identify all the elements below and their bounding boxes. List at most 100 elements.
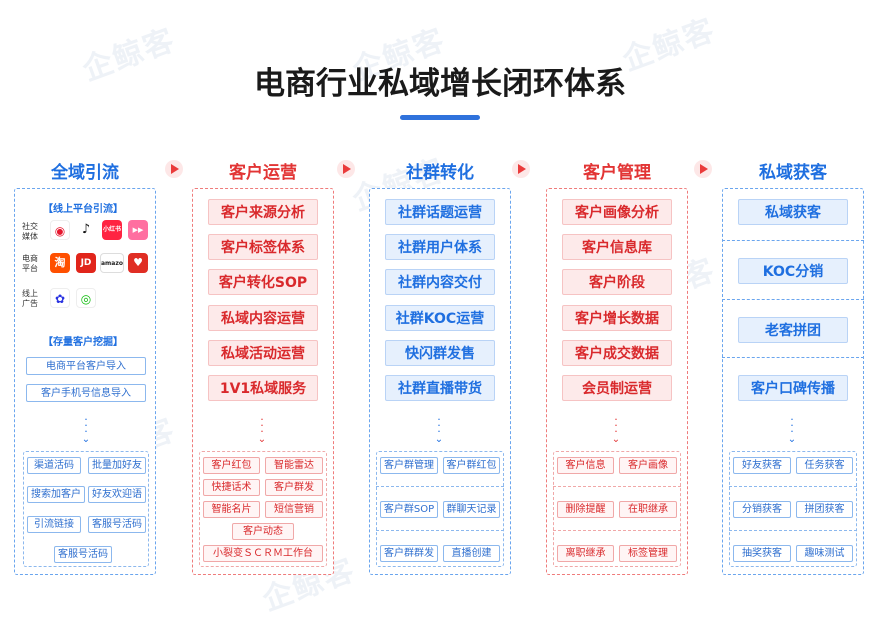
stock-item: 客户手机号信息导入 bbox=[26, 384, 146, 402]
heading-c4: 客户管理 bbox=[583, 163, 651, 183]
online-channels-label: 【线上平台引流】 bbox=[43, 204, 123, 215]
tools-group-c4 bbox=[553, 451, 681, 567]
tool-tag[interactable]: 引流链接 bbox=[27, 516, 81, 533]
tools-group-c1 bbox=[23, 451, 149, 567]
tools-group-c2 bbox=[199, 451, 327, 567]
divider bbox=[722, 357, 864, 358]
panel-acquisition bbox=[14, 188, 156, 575]
tool-tag[interactable]: 小裂变ＳＣＲＭ工作台 bbox=[203, 545, 323, 562]
row-label-social: 社交媒体 bbox=[22, 222, 38, 241]
tool-tag[interactable]: 搜索加客户 bbox=[27, 486, 85, 503]
management-item: 客户增长数据 bbox=[562, 305, 672, 331]
tool-tag[interactable]: 客户群群发 bbox=[380, 545, 438, 562]
community-item: 快闪群发售 bbox=[385, 340, 495, 366]
heading-c2: 客户运营 bbox=[229, 163, 297, 183]
operation-item: 客户来源分析 bbox=[208, 199, 318, 225]
acquisition-item: 老客拼团 bbox=[738, 317, 848, 343]
divider bbox=[553, 486, 681, 487]
community-item: 社群内容交付 bbox=[385, 269, 495, 295]
douyin-icon: ♪ bbox=[76, 220, 96, 240]
acquisition-item: 客户口碑传播 bbox=[738, 375, 848, 401]
tool-tag[interactable]: 客户群红包 bbox=[443, 457, 500, 474]
tool-tag[interactable]: 批量加好友 bbox=[88, 457, 146, 474]
tool-tag[interactable]: 标签管理 bbox=[619, 545, 677, 562]
tool-tag[interactable]: 智能名片 bbox=[203, 501, 260, 518]
tool-tag[interactable]: 拼团获客 bbox=[796, 501, 853, 518]
operation-item: 私域内容运营 bbox=[208, 305, 318, 331]
tool-tag[interactable]: 客户群发 bbox=[265, 479, 323, 496]
divider bbox=[722, 240, 864, 241]
tool-tag[interactable]: 渠道活码 bbox=[27, 457, 81, 474]
operation-item: 客户标签体系 bbox=[208, 234, 318, 260]
flow-down-icon: ···⌄ bbox=[257, 413, 267, 445]
tool-tag[interactable]: 任务获客 bbox=[796, 457, 853, 474]
xiaohongshu-icon: 小红书 bbox=[102, 220, 122, 240]
jd-icon: JD bbox=[76, 253, 96, 273]
management-item: 客户信息库 bbox=[562, 234, 672, 260]
row-label-ecommerce: 电商平台 bbox=[22, 254, 38, 273]
taobao-icon: 淘 bbox=[50, 253, 70, 273]
kuaishou-icon: ▶▶ bbox=[128, 220, 148, 240]
tool-tag[interactable]: 短信营销 bbox=[265, 501, 323, 518]
wechat-icon: ◎ bbox=[76, 288, 96, 308]
community-item: 社群话题运营 bbox=[385, 199, 495, 225]
divider bbox=[376, 530, 504, 531]
weibo-icon: ◉ bbox=[50, 220, 70, 240]
tool-tag[interactable]: 客户画像 bbox=[619, 457, 677, 474]
tool-tag[interactable]: 群聊天记录 bbox=[443, 501, 500, 518]
divider bbox=[729, 486, 857, 487]
pinduoduo-icon: ♥ bbox=[128, 253, 148, 273]
management-item: 客户成交数据 bbox=[562, 340, 672, 366]
community-item: 社群用户体系 bbox=[385, 234, 495, 260]
baidu-icon: ✿ bbox=[50, 288, 70, 308]
tool-tag[interactable]: 删除提醒 bbox=[557, 501, 614, 518]
tool-tag[interactable]: 快捷话术 bbox=[203, 479, 260, 496]
stock-item: 电商平台客户导入 bbox=[26, 357, 146, 375]
tool-tag[interactable]: 分销获客 bbox=[733, 501, 791, 518]
operation-item: 客户转化SOP bbox=[208, 269, 318, 295]
stock-customers-label: 【存量客户挖掘】 bbox=[43, 337, 123, 348]
page-title: 电商行业私域增长闭环体系 bbox=[254, 66, 626, 102]
community-item: 社群KOC运营 bbox=[385, 305, 495, 331]
tools-group-c5 bbox=[729, 451, 857, 567]
heading-c5: 私域获客 bbox=[759, 163, 827, 183]
tool-tag[interactable]: 直播创建 bbox=[443, 545, 500, 562]
heading-c1: 全域引流 bbox=[51, 163, 119, 183]
arrow-right-icon bbox=[512, 160, 530, 178]
tool-tag[interactable]: 好友获客 bbox=[733, 457, 791, 474]
tool-tag[interactable]: 客户群SOP bbox=[380, 501, 438, 518]
flow-down-icon: ···⌄ bbox=[787, 413, 797, 445]
tool-tag[interactable]: 客服号活码 bbox=[88, 516, 146, 533]
tool-tag[interactable]: 离职继承 bbox=[557, 545, 614, 562]
operation-item: 私域活动运营 bbox=[208, 340, 318, 366]
tool-tag[interactable]: 智能雷达 bbox=[265, 457, 323, 474]
heading-c3: 社群转化 bbox=[406, 163, 474, 183]
operation-item: 1V1私域服务 bbox=[208, 375, 318, 401]
amazon-icon: amazon bbox=[100, 253, 124, 273]
divider bbox=[729, 530, 857, 531]
row-label-ads: 线上广告 bbox=[22, 289, 38, 308]
tool-tag[interactable]: 客服号活码 bbox=[54, 546, 112, 563]
acquisition-item: 私域获客 bbox=[738, 199, 848, 225]
flow-down-icon: ···⌄ bbox=[611, 413, 621, 445]
arrow-right-icon bbox=[337, 160, 355, 178]
flow-down-icon: ···⌄ bbox=[434, 413, 444, 445]
tool-tag[interactable]: 客户群管理 bbox=[380, 457, 438, 474]
tool-tag[interactable]: 客户动态 bbox=[232, 523, 294, 540]
divider bbox=[722, 299, 864, 300]
divider bbox=[376, 486, 504, 487]
arrow-right-icon bbox=[165, 160, 183, 178]
flow-down-icon: ···⌄ bbox=[81, 413, 91, 445]
management-item: 客户阶段 bbox=[562, 269, 672, 295]
tool-tag[interactable]: 趣味测试 bbox=[796, 545, 853, 562]
tools-group-c3 bbox=[376, 451, 504, 567]
management-item: 会员制运营 bbox=[562, 375, 672, 401]
tool-tag[interactable]: 在职继承 bbox=[619, 501, 677, 518]
arrow-right-icon bbox=[694, 160, 712, 178]
tool-tag[interactable]: 抽奖获客 bbox=[733, 545, 791, 562]
tool-tag[interactable]: 客户信息 bbox=[557, 457, 614, 474]
tool-tag[interactable]: 客户红包 bbox=[203, 457, 260, 474]
title-underline bbox=[400, 115, 480, 120]
divider bbox=[553, 530, 681, 531]
tool-tag[interactable]: 好友欢迎语 bbox=[88, 486, 146, 503]
